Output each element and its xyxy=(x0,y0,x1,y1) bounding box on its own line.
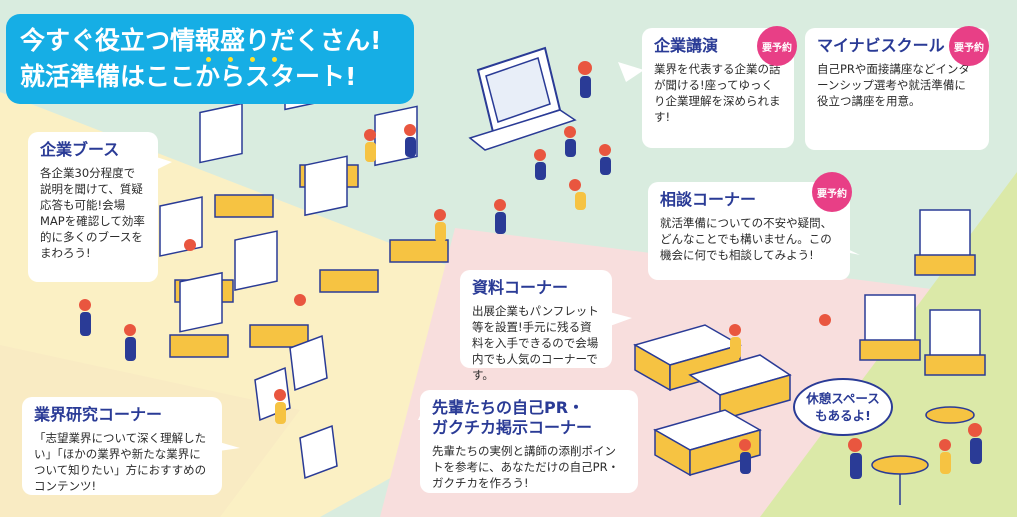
booth-body: 各企業30分程度で説明を聞けて、質疑応答も可能!会場MAPを確認して効率的に多く… xyxy=(40,166,145,260)
consultation-reservation-badge: 要予約 xyxy=(812,172,852,212)
visitors xyxy=(79,61,982,479)
material-tables xyxy=(633,324,792,477)
emphasis-dots xyxy=(200,57,320,63)
senpai-bubble: 先輩たちの自己PR・ ガクチカ掲示コーナー 先輩たちの実例と講師の添削ポイントを… xyxy=(420,390,638,493)
industry-research-bubble: 業界研究コーナー 「志望業界について深く理解したい」「ほかの業界や新たな業界につ… xyxy=(22,397,222,495)
consultation-desks xyxy=(859,209,986,376)
materials-body: 出展企業もパンフレット等を設置!手元に残る資料を入手できるので会場内でも人気のコ… xyxy=(472,304,599,382)
consultation-bubble: 相談コーナー 就活準備についての不安や疑問、どんなことでも構いません。この機会に… xyxy=(648,182,850,280)
mynavi-school-bubble: マイナビスクール 自己PRや面接講座などインターンシップ選考や就活準備に役立つ講… xyxy=(805,28,989,150)
mynavi-school-reservation-badge: 要予約 xyxy=(949,26,989,66)
headline-line-1: 今すぐ役立つ情報盛りだくさん! xyxy=(20,26,382,55)
materials-bubble: 資料コーナー 出展企業もパンフレット等を設置!手元に残る資料を入手できるので会場… xyxy=(460,270,612,382)
consultation-title: 相談コーナー xyxy=(660,190,757,209)
senpai-title-line-2: ガクチカ掲示コーナー xyxy=(432,418,593,437)
booth-bubble: 企業ブース 各企業30分程度で説明を聞けて、質疑応答も可能!会場MAPを確認して… xyxy=(28,132,158,282)
rest-line-2: もあるよ! xyxy=(815,408,871,423)
rest-area-table xyxy=(871,406,975,505)
materials-title: 資料コーナー xyxy=(472,278,569,297)
rest-line-1: 休憩スペース xyxy=(806,391,880,406)
lecture-screen xyxy=(468,46,577,151)
senpai-body: 先輩たちの実例と講師の添削ポイントを参考に、あなただけの自己PR・ガクチカを作ろ… xyxy=(432,444,620,490)
lecture-title: 企業講演 xyxy=(654,36,719,55)
mynavi-school-body: 自己PRや面接講座などインターンシップ選考や就活準備に役立つ講座を用意。 xyxy=(817,62,970,108)
senpai-title-line-1: 先輩たちの自己PR・ xyxy=(432,398,585,417)
industry-research-body: 「志望業界について深く理解したい」「ほかの業界や新たな業界について知りたい」方に… xyxy=(34,431,207,493)
consultation-body: 就活準備についての不安や疑問、どんなことでも構いません。この機会に何でも相談して… xyxy=(660,216,833,262)
lecture-body: 業界を代表する企業の話が聞ける!座ってゆっくり企業理解を深められます! xyxy=(654,62,781,124)
mynavi-school-title: マイナビスクール xyxy=(817,36,945,55)
booth-title: 企業ブース xyxy=(40,140,120,159)
headline-line-2: 就活準備はここからスタート! xyxy=(20,62,357,91)
lecture-reservation-badge: 要予約 xyxy=(757,26,797,66)
industry-research-title: 業界研究コーナー xyxy=(34,405,163,424)
headline-banner: 今すぐ役立つ情報盛りだくさん! 就活準備はここからスタート! xyxy=(6,14,414,104)
rest-space-bubble: 休憩スペース もあるよ! xyxy=(793,378,893,436)
